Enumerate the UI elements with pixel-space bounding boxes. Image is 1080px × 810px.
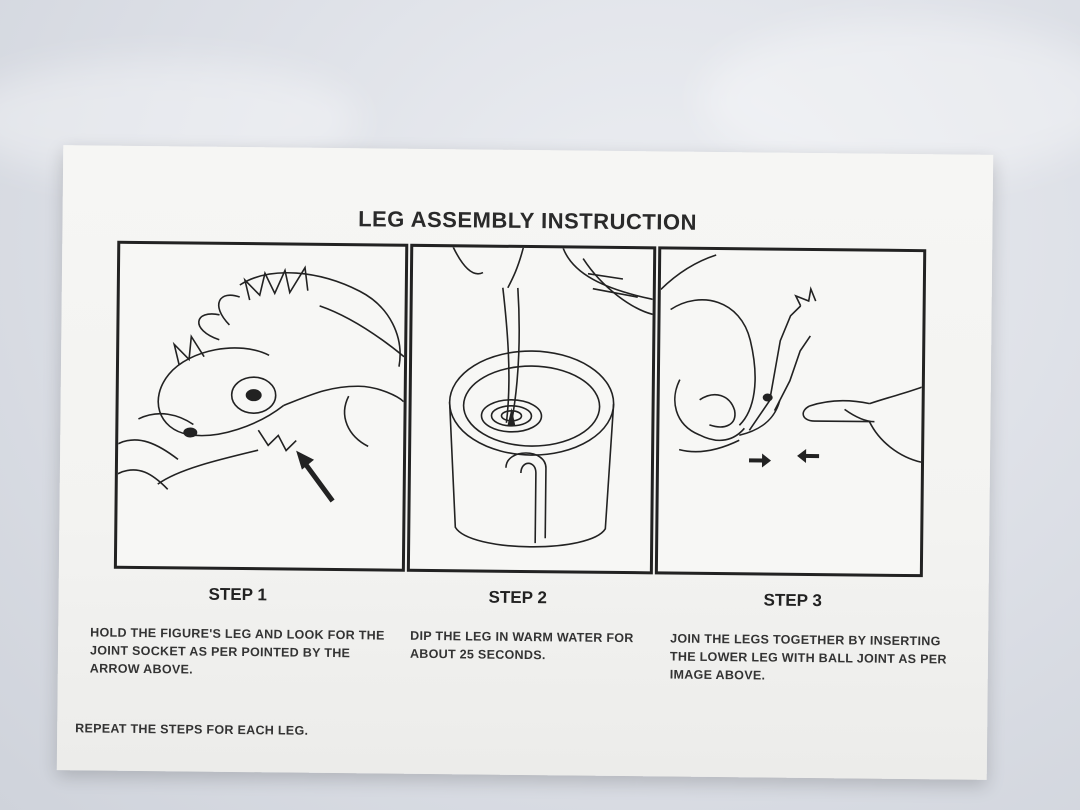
step-2-text: DIP THE LEG IN WARM WATER FOR ABOUT 25 S… xyxy=(409,628,634,663)
arrow-icon xyxy=(797,448,820,463)
step-1-illustration xyxy=(113,240,409,572)
step-3-label: STEP 3 xyxy=(763,590,822,611)
step-2-illustration xyxy=(406,243,657,575)
water-cup-illustration xyxy=(448,246,653,548)
page-title: LEG ASSEMBLY INSTRUCTION xyxy=(358,206,698,235)
arrow-icon xyxy=(296,450,335,503)
step-3-illustration xyxy=(654,246,927,578)
instruction-sheet: LEG ASSEMBLY INSTRUCTION xyxy=(56,145,994,780)
hand-illustration xyxy=(660,254,923,468)
step-2-label: STEP 2 xyxy=(488,587,547,608)
arrow-icon xyxy=(749,453,772,468)
step-3-text: JOIN THE LEGS TOGETHER BY INSERTING THE … xyxy=(669,631,947,683)
footer-note: REPEAT THE STEPS FOR EACH LEG. xyxy=(75,721,309,738)
step-1-text: HOLD THE FIGURE'S LEG AND LOOK FOR THE J… xyxy=(89,625,385,677)
step-1-label: STEP 1 xyxy=(208,584,267,605)
figure-leg-illustration xyxy=(117,265,405,503)
